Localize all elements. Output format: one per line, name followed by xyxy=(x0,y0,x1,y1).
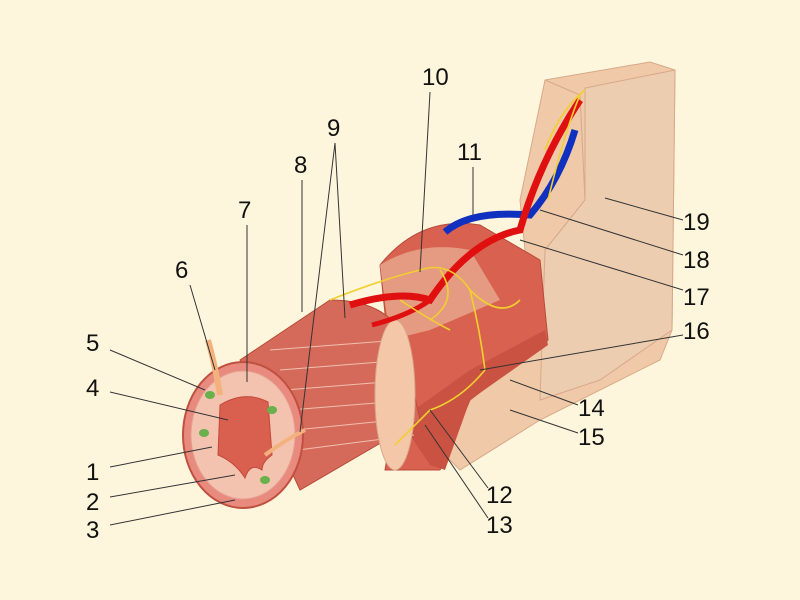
label-12: 12 xyxy=(486,482,513,509)
label-15: 15 xyxy=(578,424,605,451)
label-14: 14 xyxy=(578,395,605,422)
label-16: 16 xyxy=(683,318,710,345)
label-13: 13 xyxy=(486,512,513,539)
label-5: 5 xyxy=(86,330,99,357)
vein xyxy=(442,128,579,235)
label-9: 9 xyxy=(327,115,340,142)
gland-icon xyxy=(205,391,215,399)
label-11: 11 xyxy=(457,139,482,166)
label-7: 7 xyxy=(238,197,251,224)
label-3: 3 xyxy=(86,517,99,544)
duct xyxy=(205,339,223,396)
blood-vessels xyxy=(348,98,583,328)
label-8: 8 xyxy=(294,152,307,179)
label-19: 19 xyxy=(683,209,710,236)
label-17: 17 xyxy=(683,284,710,311)
artery xyxy=(348,98,583,309)
label-18: 18 xyxy=(683,247,710,274)
label-4: 4 xyxy=(86,375,99,402)
leader-lines xyxy=(109,91,684,526)
label-6: 6 xyxy=(175,257,188,284)
labels: 1 2 3 4 5 6 7 8 9 10 11 12 13 14 15 16 1… xyxy=(86,64,710,544)
label-10: 10 xyxy=(422,64,449,91)
cross-section xyxy=(182,339,306,509)
label-2: 2 xyxy=(86,489,99,516)
label-1: 1 xyxy=(86,459,99,486)
